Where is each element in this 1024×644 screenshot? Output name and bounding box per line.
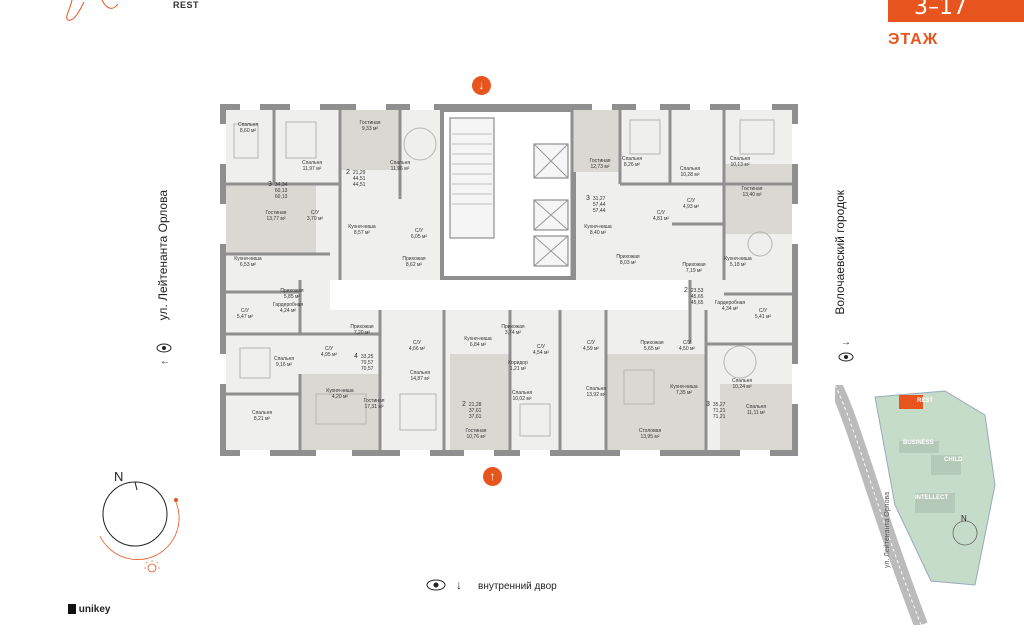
eye-courtyard-icon [426,579,446,591]
eye-right-icon [838,352,854,362]
arrow-down-icon: ↓ [456,578,462,592]
site-north-label: N [961,514,967,523]
site-building-rest: REST [917,398,934,404]
site-plan [835,385,996,625]
site-street: ул. Лейтенанта Орлова [884,492,894,582]
entrance-arrow-bottom-icon: ↑ [483,467,502,486]
arrow-left-icon: ← [160,356,170,367]
entrance-arrow-top-icon: ↓ [472,76,491,95]
courtyard-label: внутренний двор [478,581,557,592]
compass-sun-diagram [99,481,180,573]
site-building-intellect: INTELLECT [915,495,948,501]
floor-label: ЭТАЖ [888,31,939,48]
unikey-mark-icon [68,604,76,615]
brand-rest-label: REST [173,0,200,10]
developer-name: unikey [78,604,111,615]
arrow-right-icon: → [841,337,851,348]
floor-plan [220,104,798,456]
brand-logo [66,0,119,21]
site-street-label: ул. Лейтенанта Орлова [884,492,891,569]
site-building-business: BUSINESS [903,440,934,446]
eye-left-icon [156,343,172,353]
compass-north-label: N [114,469,124,484]
site-building-child: CHILD [944,457,963,463]
floor-number-badge: 3–17 [888,0,1024,22]
developer-logo: unikey [68,604,110,615]
